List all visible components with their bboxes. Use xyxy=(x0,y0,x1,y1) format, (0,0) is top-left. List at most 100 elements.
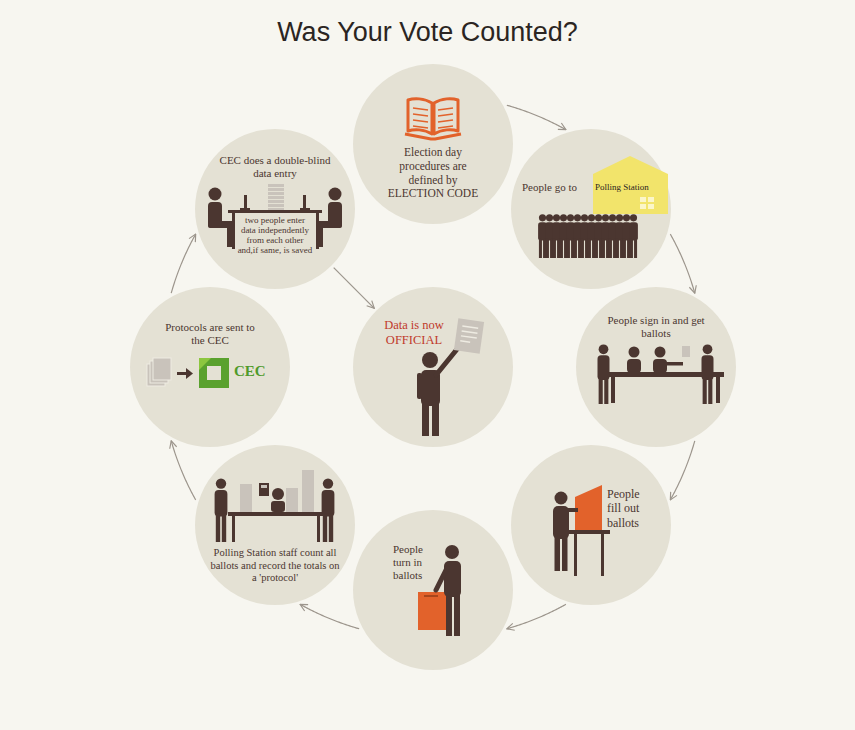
data-entry-scene-part xyxy=(228,210,322,213)
circle-outline xyxy=(353,510,513,670)
step-circle: Polling Station staff count all ballots … xyxy=(195,445,355,605)
step-subtext: two people enter data independently from… xyxy=(237,216,313,256)
circle-fill xyxy=(195,445,355,605)
circle-fill xyxy=(353,510,513,670)
voter-queue-part xyxy=(601,214,610,258)
book-icon-part xyxy=(438,108,453,128)
data-entry-scene-part xyxy=(317,188,342,248)
voting-booth-scene-part xyxy=(574,534,577,576)
data-entry-scene-part xyxy=(208,188,233,248)
sign-in-scene-part xyxy=(629,347,640,358)
protocol-transfer-scene-part xyxy=(153,358,171,380)
ballot-box-scene-part xyxy=(445,545,459,559)
voter-queue-part xyxy=(587,214,596,258)
step-text: Polling Station staff count all ballots … xyxy=(207,547,343,585)
voter-queue-part xyxy=(538,214,547,258)
circle-outline xyxy=(353,287,513,447)
polling-station-building-part xyxy=(648,197,654,202)
voting-booth-scene-part xyxy=(553,492,569,572)
data-entry-scene-part xyxy=(268,200,284,203)
protocol-transfer-scene-part xyxy=(199,358,211,370)
voter-queue-part xyxy=(629,214,638,258)
step-circle: CEC does a double-blind data entry two pe… xyxy=(195,129,355,289)
counting-scene-part xyxy=(228,512,324,516)
voter-queue-part xyxy=(608,214,617,258)
circle-fill xyxy=(576,287,736,447)
step-subtext: CEC xyxy=(234,362,278,380)
data-entry-scene-part xyxy=(300,208,310,210)
voter-queue-part xyxy=(559,214,568,258)
step-circle: People fill out ballots xyxy=(511,445,671,605)
ballot-box-scene-part xyxy=(418,592,446,630)
voter-queue-part xyxy=(580,214,589,258)
protocol-transfer-scene-part xyxy=(177,372,186,375)
polling-station-building-part xyxy=(640,204,646,209)
book-icon-part xyxy=(434,99,458,134)
counting-scene-part xyxy=(261,485,267,488)
data-entry-scene-part xyxy=(268,184,284,187)
sign-in-scene-part xyxy=(653,359,667,373)
step-circle: People go toPolling Station xyxy=(511,129,671,289)
circle-outline xyxy=(353,64,513,224)
flow-arrow xyxy=(300,604,359,628)
voter-queue-part xyxy=(594,214,603,258)
counting-scene-part xyxy=(286,488,298,512)
voter-queue-part xyxy=(545,214,554,258)
protocol-transfer-scene xyxy=(147,358,229,388)
official-data-scene xyxy=(417,318,484,436)
sign-in-scene-part xyxy=(611,377,615,403)
polling-station-building-part xyxy=(640,197,646,202)
official-data-scene-part-part xyxy=(460,326,478,343)
data-entry-scene-part xyxy=(268,204,284,207)
circle-fill xyxy=(130,287,290,447)
counting-scene-part xyxy=(215,478,228,542)
flow-arrow xyxy=(507,105,566,129)
polling-station-building xyxy=(593,156,668,214)
voter-queue-part xyxy=(622,214,631,258)
official-data-scene-part xyxy=(436,348,458,375)
data-entry-scene-part xyxy=(268,196,284,199)
circle-outline xyxy=(576,287,736,447)
counting-scene-part xyxy=(271,501,285,512)
circle-fill xyxy=(511,445,671,605)
step-circle: People turn in ballots xyxy=(353,510,513,670)
voter-queue xyxy=(538,214,638,258)
official-data-scene-part xyxy=(432,402,439,436)
data-entry-scene-part xyxy=(232,213,235,249)
flow-arrow xyxy=(670,441,694,500)
voting-booth-scene-part xyxy=(601,534,604,576)
step-text: CEC does a double-blind data entry xyxy=(217,154,333,180)
flow-arrow xyxy=(171,441,195,500)
circle-fill xyxy=(511,129,671,289)
voting-booth-scene xyxy=(553,485,610,576)
official-data-scene-part xyxy=(417,373,422,399)
data-entry-scene-part xyxy=(244,195,247,209)
circle-outline xyxy=(511,129,671,289)
circle-fill xyxy=(353,287,513,447)
sign-in-scene-part xyxy=(606,372,724,377)
step-circle: Protocols are sent to the CEC CEC xyxy=(130,287,290,447)
ballot-box-scene-part xyxy=(444,561,461,597)
protocol-transfer-scene-part xyxy=(150,361,168,383)
voter-queue-part xyxy=(552,214,561,258)
step-circle: Election day procedures are defined by E… xyxy=(353,64,513,224)
sign-in-scene-part xyxy=(682,346,690,357)
book-icon-part xyxy=(413,108,428,128)
data-entry-scene-part xyxy=(240,208,250,210)
book-icon-part xyxy=(405,134,461,139)
voting-booth-scene-part xyxy=(575,485,602,530)
voter-queue-part xyxy=(573,214,582,258)
step-subtext: Polling Station xyxy=(595,182,665,193)
voter-queue-part xyxy=(566,214,575,258)
diagram-title: Was Your Vote Counted? xyxy=(0,17,855,48)
circle-fill xyxy=(195,129,355,289)
counting-scene xyxy=(215,470,335,542)
step-text: Protocols are sent to the CEC xyxy=(160,321,260,347)
sign-in-scene-part xyxy=(655,347,666,358)
sign-in-scene-part xyxy=(665,362,683,366)
flow-arrow xyxy=(507,604,566,628)
sign-in-scene-part xyxy=(716,377,720,403)
